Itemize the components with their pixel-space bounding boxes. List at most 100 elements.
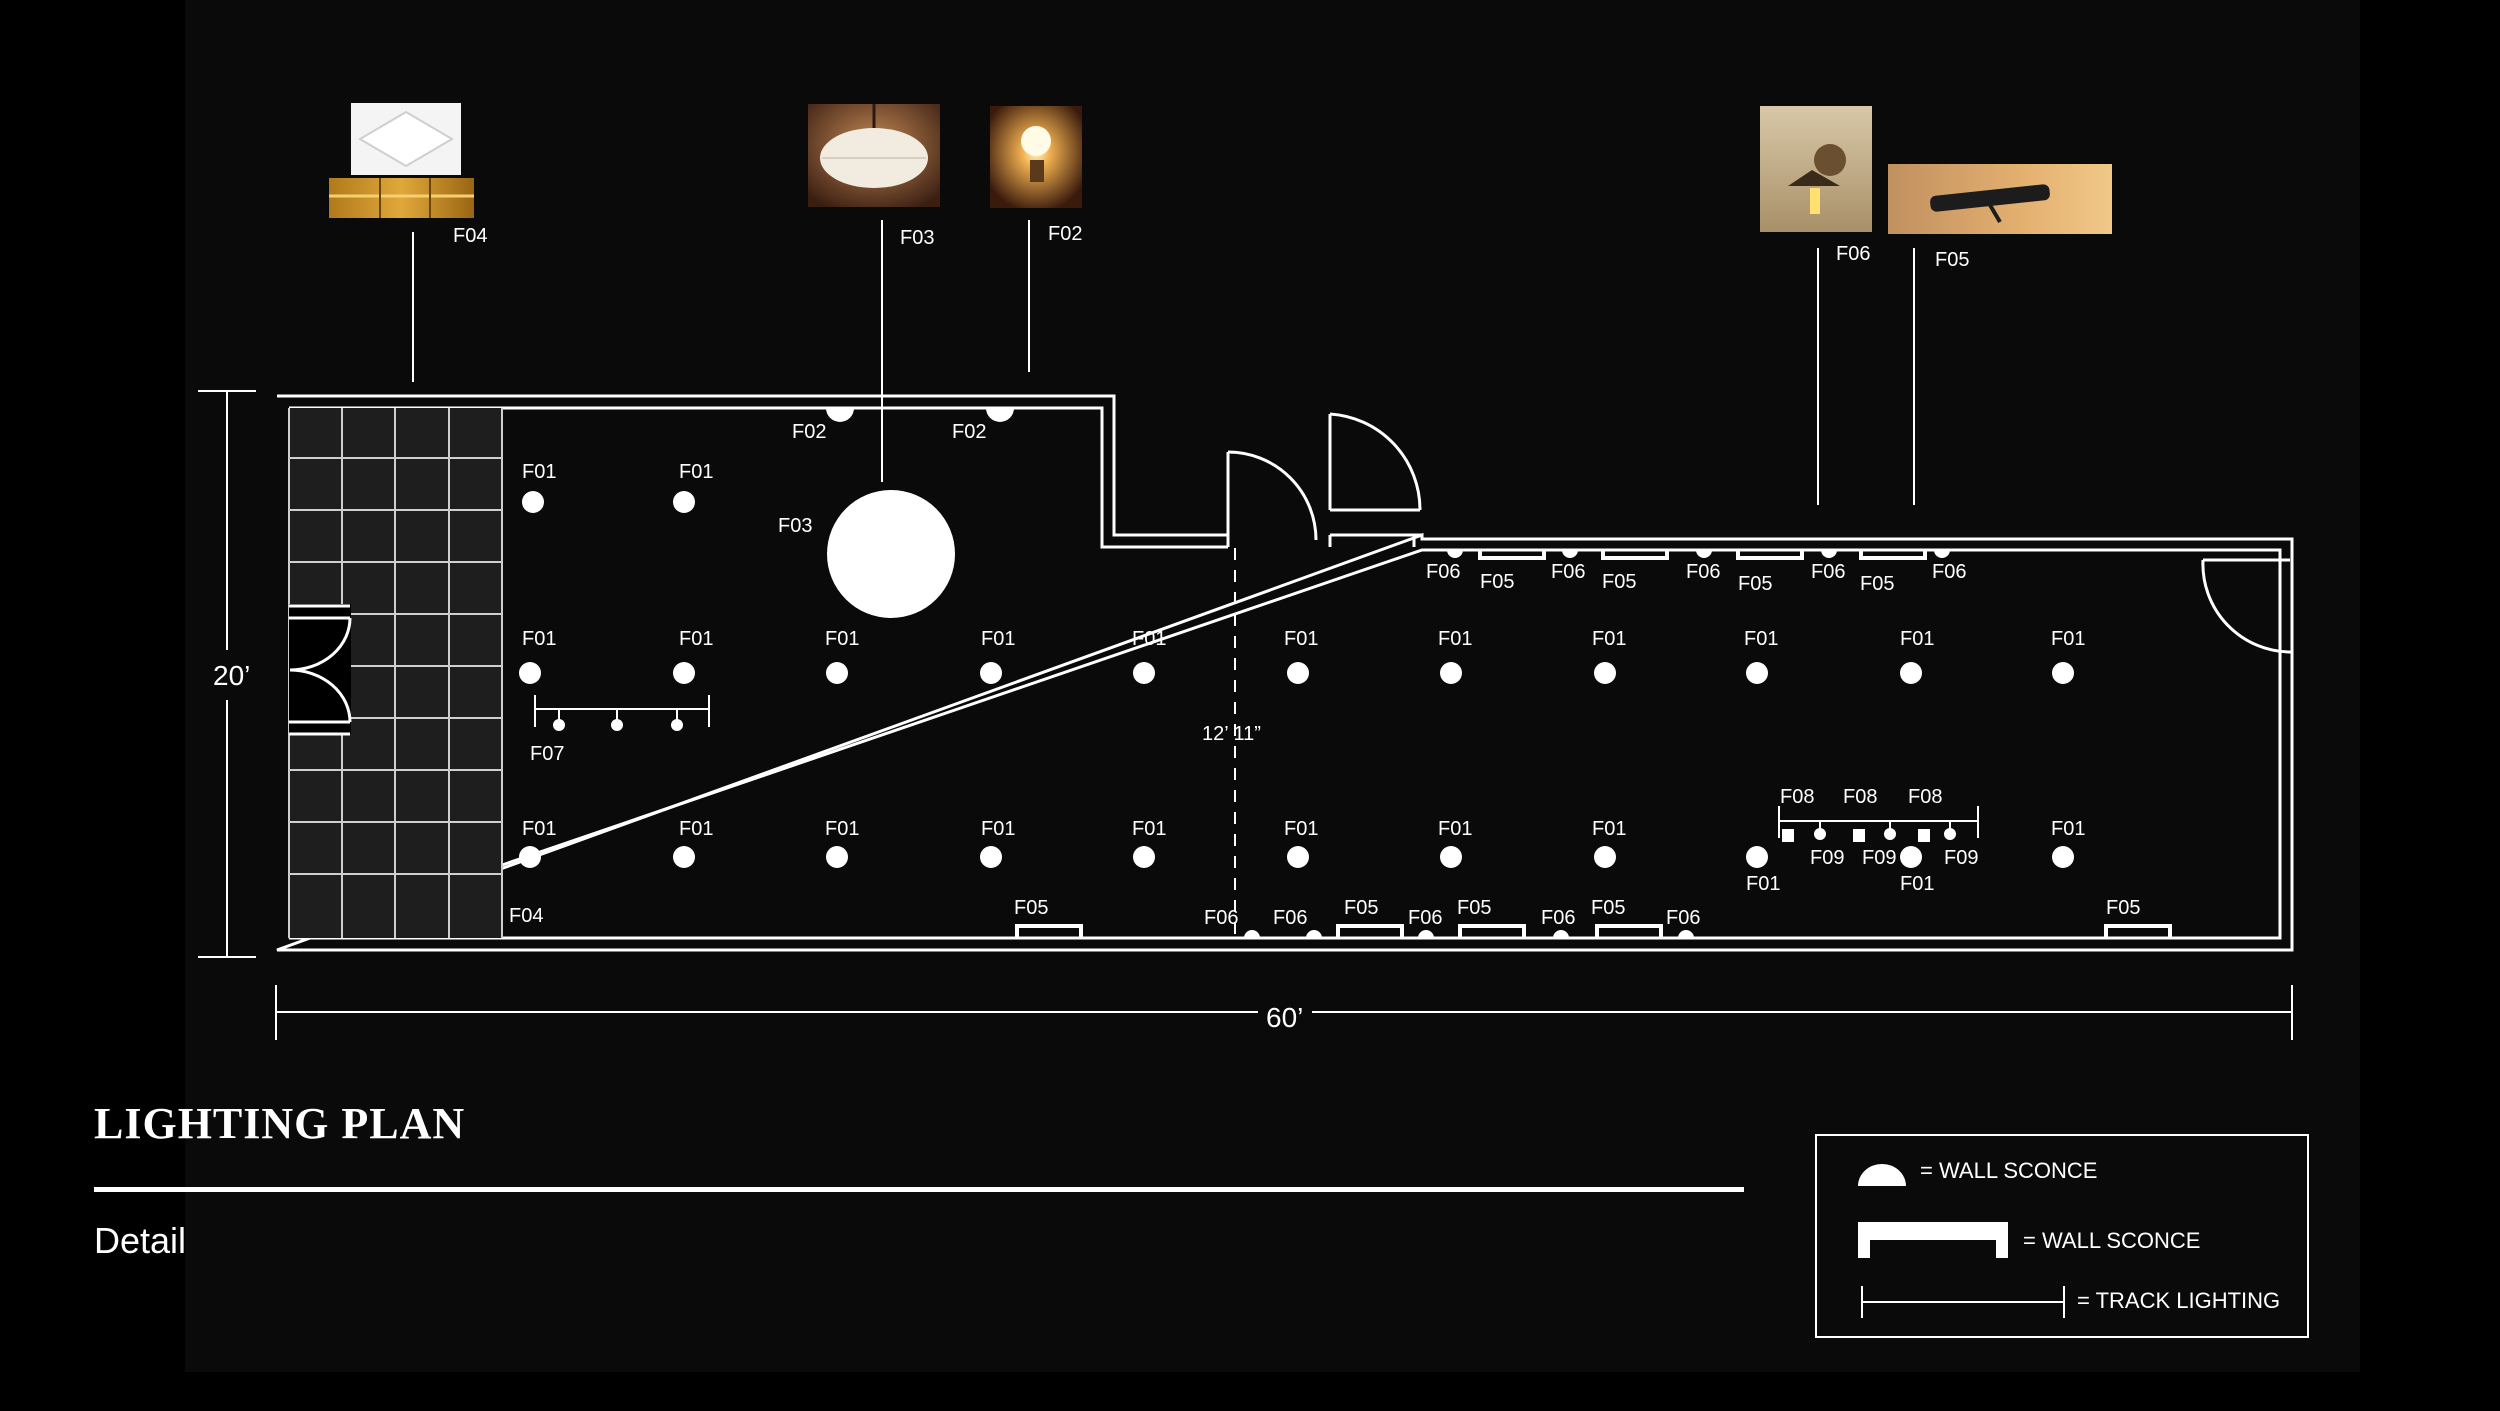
svg-text:F05: F05 — [1014, 897, 1048, 919]
svg-text:F01: F01 — [2051, 818, 2085, 840]
legend-label-track: = TRACK LIGHTING — [2077, 1288, 2280, 1313]
svg-text:F01: F01 — [522, 818, 556, 840]
fixture-label-f02-a: F02 — [792, 421, 826, 443]
svg-text:F01: F01 — [522, 628, 556, 650]
svg-text:F05: F05 — [1457, 897, 1491, 919]
svg-text:F01: F01 — [679, 628, 713, 650]
svg-text:F01: F01 — [1284, 818, 1318, 840]
fixture-label-f04: F04 — [509, 905, 543, 927]
svg-text:F06: F06 — [1273, 907, 1307, 929]
fixture-label-f07: F07 — [530, 743, 564, 765]
f05-picture-lights-top — [1478, 550, 1927, 560]
svg-text:F01: F01 — [1132, 628, 1166, 650]
fixture-label-f03: F03 — [778, 515, 812, 537]
f01-labels: F01 F01 F01 F01 F01 F01 F01 F01 F01 F01 … — [522, 461, 2085, 895]
svg-text:F01: F01 — [1592, 818, 1626, 840]
f06-sconces-bottom — [1244, 930, 1694, 938]
f02-wall-sconces — [826, 408, 1014, 422]
picture-light-photo — [1888, 164, 2112, 234]
f01-recessed-lights — [519, 491, 2074, 868]
svg-text:F06: F06 — [1666, 907, 1700, 929]
svg-text:F05: F05 — [1738, 573, 1772, 595]
height-dimension-label: 20’ — [213, 660, 250, 691]
half-circle-symbol — [1858, 1164, 1906, 1186]
page-title: LIGHTING PLAN — [94, 1099, 466, 1148]
f03-pendant-light — [827, 490, 955, 618]
svg-text:F01: F01 — [2051, 628, 2085, 650]
title-rule — [94, 1187, 1744, 1192]
svg-text:F01: F01 — [679, 461, 713, 483]
top-wall-labels: F06 F05 F06 F05 F06 F05 F06 F05 F06 — [1426, 561, 1966, 595]
svg-text:F06: F06 — [1932, 561, 1966, 583]
svg-text:F01: F01 — [825, 628, 859, 650]
track-symbol — [1861, 1286, 2065, 1318]
left-double-door — [289, 604, 352, 736]
svg-text:F01: F01 — [981, 628, 1015, 650]
ceiling-panel-light-photo — [329, 103, 474, 218]
svg-text:F08: F08 — [1780, 786, 1814, 808]
svg-text:F01: F01 — [1900, 873, 1934, 895]
svg-text:F08: F08 — [1843, 786, 1877, 808]
svg-text:F01: F01 — [1438, 628, 1472, 650]
svg-text:F01: F01 — [981, 818, 1015, 840]
svg-text:F06: F06 — [1551, 561, 1585, 583]
floor-plan-walls — [276, 394, 2294, 952]
svg-text:F09: F09 — [1810, 847, 1844, 869]
svg-text:F06: F06 — [1408, 907, 1442, 929]
svg-text:F01: F01 — [522, 461, 556, 483]
svg-text:F06: F06 — [1811, 561, 1845, 583]
svg-text:F01: F01 — [1900, 628, 1934, 650]
svg-text:F06: F06 — [1686, 561, 1720, 583]
width-dimension-label: 60’ — [1266, 1002, 1303, 1033]
svg-text:F09: F09 — [1944, 847, 1978, 869]
bottom-wall-labels: F05 F06 F06 F05 F06 F05 F06 F05 F06 F05 — [1014, 897, 2140, 929]
svg-text:F05: F05 — [2106, 897, 2140, 919]
svg-text:F01: F01 — [825, 818, 859, 840]
photo-label-f04: F04 — [453, 225, 487, 247]
svg-text:F05: F05 — [1344, 897, 1378, 919]
legend-label-half-circle: = WALL SCONCE — [1920, 1158, 2097, 1183]
page-subtitle: Detail — [94, 1220, 187, 1261]
f08-f09-labels: F08 F08 F08 F09 F09 F09 — [1780, 786, 1978, 869]
photo-label-f02: F02 — [1048, 223, 1082, 245]
photo-label-f06: F06 — [1836, 243, 1870, 265]
wall-sconce-glow-photo — [990, 106, 1082, 208]
svg-text:F08: F08 — [1908, 786, 1942, 808]
svg-text:F01: F01 — [1284, 628, 1318, 650]
f06-sconces-top — [1447, 550, 1950, 558]
svg-text:F01: F01 — [1438, 818, 1472, 840]
photo-label-f03: F03 — [900, 227, 934, 249]
f08-f09-track-light — [1778, 806, 1979, 842]
leader-lines — [412, 220, 1915, 505]
svg-text:F01: F01 — [1132, 818, 1166, 840]
legend-box: = WALL SCONCE = WALL SCONCE = TRACK LIGH… — [1815, 1134, 2309, 1338]
svg-text:F01: F01 — [1592, 628, 1626, 650]
bracket-symbol — [1858, 1222, 2008, 1258]
f07-track-light — [534, 695, 710, 731]
f05-picture-lights-bottom — [1015, 924, 2172, 938]
svg-text:F05: F05 — [1860, 573, 1894, 595]
entry-doors — [1226, 412, 1422, 541]
svg-text:F01: F01 — [1744, 628, 1778, 650]
partition-dimension: 12’ 11” — [1202, 723, 1261, 745]
fixture-label-f02-b: F02 — [952, 421, 986, 443]
svg-text:F06: F06 — [1541, 907, 1575, 929]
pendant-lamp-photo — [808, 104, 940, 207]
svg-text:F09: F09 — [1862, 847, 1896, 869]
svg-text:F05: F05 — [1591, 897, 1625, 919]
width-dimension — [275, 985, 2293, 1040]
svg-text:F06: F06 — [1204, 907, 1238, 929]
legend-label-bracket: = WALL SCONCE — [2023, 1228, 2200, 1253]
svg-text:F01: F01 — [1746, 873, 1780, 895]
svg-text:F05: F05 — [1602, 571, 1636, 593]
side-door — [2201, 558, 2292, 654]
tile-grid — [288, 408, 503, 938]
svg-text:F01: F01 — [679, 818, 713, 840]
svg-text:F06: F06 — [1426, 561, 1460, 583]
height-dimension — [198, 390, 256, 958]
svg-text:F05: F05 — [1480, 571, 1514, 593]
barn-sconce-photo — [1760, 106, 1872, 232]
photo-label-f05: F05 — [1935, 249, 1969, 271]
